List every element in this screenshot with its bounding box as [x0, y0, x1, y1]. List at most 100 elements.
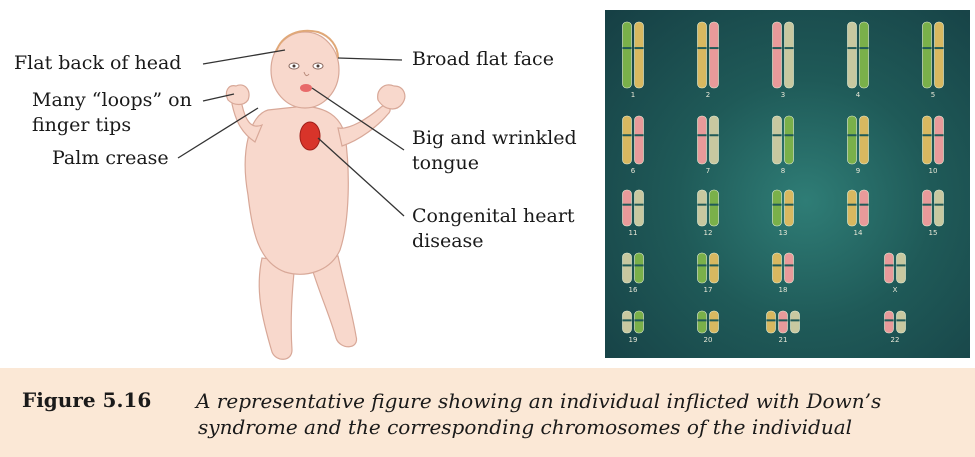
chromosome-number-3: 3 — [780, 91, 786, 99]
baby-hair — [275, 29, 339, 59]
leader-heart — [317, 137, 405, 217]
centromere-22-copy-1 — [884, 319, 894, 322]
caption-line-2: syndrome and the corresponding chromosom… — [198, 415, 853, 439]
centromere-10-copy-2 — [934, 134, 944, 137]
centromere-19-copy-2 — [634, 319, 644, 322]
chromosome-number-8: 8 — [780, 167, 786, 175]
chromosome-4-copy-1 — [847, 21, 857, 89]
centromere-18-copy-1 — [772, 264, 782, 267]
chromosome-8-copy-2 — [784, 115, 794, 165]
chromosome-18-copy-1 — [772, 252, 782, 284]
chromosome-12-copy-2 — [709, 189, 719, 227]
chromosome-9-copy-2 — [859, 115, 869, 165]
centromere-12-copy-1 — [697, 203, 707, 206]
chromosome-number-20: 20 — [703, 336, 713, 344]
chromosome-7-copy-2 — [709, 115, 719, 165]
chromosome-9-copy-1 — [847, 115, 857, 165]
figure-caption: Figure 5.16 A representative figure show… — [0, 368, 975, 457]
chromosome-11-copy-2 — [634, 189, 644, 227]
chromosome-10-copy-2 — [934, 115, 944, 165]
chromosome-2-copy-2 — [709, 21, 719, 89]
chromosome-number-18: 18 — [778, 286, 788, 294]
chromosome-21-copy-1 — [766, 310, 776, 334]
centromere-14-copy-2 — [859, 203, 869, 206]
centromere-2-copy-2 — [709, 47, 719, 50]
centromere-7-copy-1 — [697, 134, 707, 137]
leader-tongue — [311, 87, 405, 151]
chromosome-17-copy-2 — [709, 252, 719, 284]
chromosome-8-copy-1 — [772, 115, 782, 165]
centromere-3-copy-1 — [772, 47, 782, 50]
chromosome-21-copy-2 — [778, 310, 788, 334]
baby-tongue — [300, 84, 312, 92]
centromere-12-copy-2 — [709, 203, 719, 206]
centromere-17-copy-2 — [709, 264, 719, 267]
chromosome-7-copy-1 — [697, 115, 707, 165]
chromosome-number-4: 4 — [855, 91, 861, 99]
karyotype-chromosomes — [622, 21, 944, 334]
centromere-8-copy-1 — [772, 134, 782, 137]
chromosome-3-copy-1 — [772, 21, 782, 89]
centromere-17-copy-1 — [697, 264, 707, 267]
centromere-19-copy-1 — [622, 319, 632, 322]
centromere-X-copy-2 — [896, 264, 906, 267]
centromere-20-copy-1 — [697, 319, 707, 322]
chromosome-number-5: 5 — [930, 91, 936, 99]
centromere-2-copy-1 — [697, 47, 707, 50]
centromere-6-copy-1 — [622, 134, 632, 137]
centromere-13-copy-1 — [772, 203, 782, 206]
baby-right-arm — [337, 104, 391, 147]
chromosome-20-copy-2 — [709, 310, 719, 334]
leader-broad-flat-face — [337, 57, 403, 61]
centromere-11-copy-2 — [634, 203, 644, 206]
figure-caption-text: A representative figure showing an indiv… — [196, 388, 956, 440]
baby-torso — [244, 105, 349, 275]
label-tongue-line2: tongue — [412, 152, 479, 174]
chromosome-10-copy-1 — [922, 115, 932, 165]
chromosome-X-copy-1 — [884, 252, 894, 284]
chromosome-number-11: 11 — [628, 229, 638, 237]
centromere-9-copy-1 — [847, 134, 857, 137]
centromere-15-copy-1 — [922, 203, 932, 206]
centromere-1-copy-2 — [634, 47, 644, 50]
centromere-21-copy-1 — [766, 319, 776, 322]
chromosome-14-copy-1 — [847, 189, 857, 227]
centromere-16-copy-2 — [634, 264, 644, 267]
chromosome-20-copy-1 — [697, 310, 707, 334]
chromosome-2-copy-1 — [697, 21, 707, 89]
baby-right-hand — [377, 84, 406, 110]
baby-heart — [299, 121, 321, 151]
centromere-5-copy-2 — [934, 47, 944, 50]
centromere-20-copy-2 — [709, 319, 719, 322]
centromere-4-copy-1 — [847, 47, 857, 50]
chromosome-11-copy-1 — [622, 189, 632, 227]
centromere-21-copy-3 — [790, 319, 800, 322]
label-heart-line2: disease — [412, 230, 484, 252]
chromosome-3-copy-2 — [784, 21, 794, 89]
centromere-X-copy-1 — [884, 264, 894, 267]
centromere-3-copy-2 — [784, 47, 794, 50]
baby-left-hand — [225, 84, 250, 106]
chromosome-15-copy-2 — [934, 189, 944, 227]
label-broad-flat-face: Broad flat face — [412, 48, 554, 70]
chromosome-5-copy-2 — [934, 21, 944, 89]
chromosome-number-19: 19 — [628, 336, 638, 344]
chromosome-22-copy-2 — [896, 310, 906, 334]
chromosome-13-copy-2 — [784, 189, 794, 227]
chromosome-1-copy-1 — [622, 21, 632, 89]
baby-right-leg — [309, 255, 358, 348]
chromosome-X-copy-2 — [896, 252, 906, 284]
centromere-13-copy-2 — [784, 203, 794, 206]
chromosome-number-22: 22 — [890, 336, 900, 344]
label-flat-back-of-head: Flat back of head — [14, 52, 182, 74]
chromosome-number-12: 12 — [703, 229, 713, 237]
chromosome-number-1: 1 — [630, 91, 636, 99]
chromosome-number-14: 14 — [853, 229, 863, 237]
caption-line-1: A representative figure showing an indiv… — [196, 389, 882, 413]
chromosome-number-6: 6 — [630, 167, 636, 175]
chromosome-4-copy-2 — [859, 21, 869, 89]
centromere-1-copy-1 — [622, 47, 632, 50]
chromosome-number-10: 10 — [928, 167, 938, 175]
label-many-loops-line2: finger tips — [32, 114, 132, 136]
